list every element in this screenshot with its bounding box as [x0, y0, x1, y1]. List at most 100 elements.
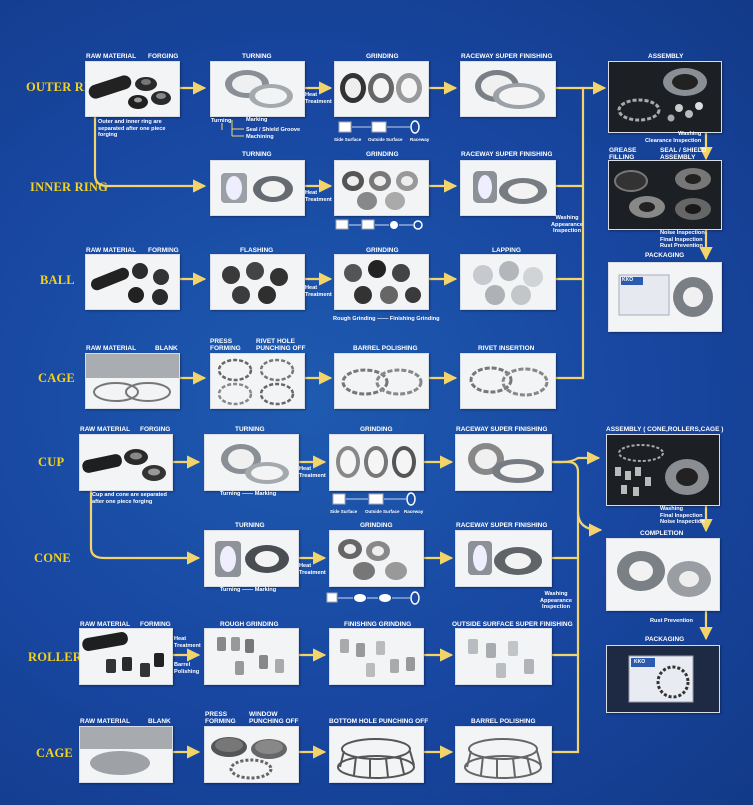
- image-lapping: [460, 254, 556, 310]
- image-bottom-hole: [329, 726, 424, 783]
- caption-packaging: PACKAGING: [645, 252, 685, 259]
- row-label-cup: CUP: [38, 455, 65, 469]
- image-grinding-ball: [334, 254, 429, 310]
- image-raceway-inner: [460, 160, 556, 216]
- caption-packaging-2: PACKAGING: [645, 636, 685, 643]
- note-barrel-polishing-roller: Barrel Polishing: [174, 662, 200, 675]
- caption-barrel-polishing: BARREL POLISHING: [353, 345, 418, 352]
- image-rivet-insertion: [460, 353, 556, 409]
- note-noise-final-rust: Noise Inspection Final Inspection Rust P…: [660, 230, 705, 249]
- image-raw-forging-outer: [85, 61, 180, 117]
- image-packaging: KKO: [608, 262, 722, 332]
- row-label-cone: CONE: [34, 551, 71, 565]
- grinding-icon: [336, 446, 416, 478]
- ball-icon: [344, 260, 421, 304]
- note-turning-marking-cone: Turning —— Marking: [220, 587, 277, 593]
- forging-icon: [88, 75, 171, 109]
- roller-icon: [468, 639, 534, 678]
- grinding-icon: [340, 73, 422, 103]
- image-press-window: [204, 726, 299, 783]
- grinding-stages-cone: [325, 590, 425, 606]
- caption-press-forming: PRESS FORMING: [210, 338, 241, 352]
- caption-outside-surface-super-finishing: OUTSIDE SURFACE SUPER FINISHING: [452, 621, 573, 628]
- caption-raceway-cone: RACEWAY SUPER FINISHING: [456, 522, 548, 529]
- bearing-icon: [615, 444, 709, 496]
- image-grinding-cup: [329, 434, 424, 491]
- bearing-icon: [617, 68, 707, 122]
- image-turning-cone: [204, 530, 299, 587]
- row-label-cage-2: CAGE: [36, 746, 73, 760]
- image-turning-outer: [210, 61, 305, 117]
- cage-icon: [217, 358, 295, 406]
- caption-assembly: ASSEMBLY: [648, 53, 684, 60]
- image-barrel-polishing-2: [455, 726, 552, 783]
- image-raceway-cup: [455, 434, 552, 491]
- image-grinding-cone: [329, 530, 424, 587]
- caption-seal-shield-assembly: SEAL / SHIELD ASSEMBLY: [660, 147, 707, 161]
- caption-forming-ball: FORMING: [148, 247, 179, 254]
- caption-assembly-cone-rollers-cage: ASSEMBLY ( CONE,ROLLERS,CAGE ): [606, 426, 724, 433]
- image-raw-forming-roller: [79, 628, 173, 685]
- forging-icon: [82, 449, 166, 481]
- note-outside-surface: Outside Surface: [368, 137, 403, 142]
- image-packaging-2: KKO: [606, 645, 720, 713]
- note-outside-surface-cup: Outside Surface: [365, 509, 400, 514]
- image-raceway-outer: [460, 61, 556, 117]
- caption-turning-cup: TURNING: [235, 426, 265, 433]
- caption-grinding-cup: GRINDING: [360, 426, 393, 433]
- note-heat-treatment-2: Heat Treatment: [305, 190, 332, 203]
- row-label-cage: CAGE: [38, 371, 75, 385]
- note-heat-treatment-1: Heat Treatment: [305, 92, 332, 105]
- ball-icon: [222, 262, 288, 304]
- note-heat-treatment-4: Heat Treatment: [299, 466, 326, 479]
- image-rough-grinding: [204, 628, 299, 685]
- image-grinding-outer: [334, 61, 429, 117]
- caption-window-punching: WINDOW PUNCHING OFF: [249, 711, 299, 725]
- caption-forging: FORGING: [148, 53, 179, 60]
- note-turning: Turning: [211, 118, 232, 124]
- image-flashing: [210, 254, 305, 310]
- ring-icon: [468, 541, 542, 575]
- image-press-forming-cage: [210, 353, 305, 409]
- roller-icon: [82, 632, 164, 677]
- bearing-icon: [617, 551, 711, 597]
- caption-grinding-ball: GRINDING: [366, 247, 399, 254]
- note-washing-clearance: Washing Clearance Inspection: [645, 131, 702, 144]
- note-seal-shield-groove: Seal / Shield Groove Machining: [246, 127, 301, 140]
- note-rust-prevention: Rust Prevention: [650, 618, 693, 624]
- caption-raw-material-cage: RAW MATERIAL: [86, 345, 137, 352]
- caption-lapping: LAPPING: [492, 247, 521, 254]
- note-cup-cone-separated: Cup and cone are separated after one pie…: [92, 492, 167, 505]
- caption-raceway-cup: RACEWAY SUPER FINISHING: [456, 426, 548, 433]
- note-raceway: Raceway: [410, 137, 430, 142]
- caption-rivet-insertion: RIVET INSERTION: [478, 345, 535, 352]
- note-side-surface: Side Surface: [334, 137, 362, 142]
- caption-barrel-polishing-2: BARREL POLISHING: [471, 718, 536, 725]
- note-heat-treatment-6: Heat Treatment: [174, 636, 201, 649]
- caption-rough-grinding: ROUGH GRINDING: [220, 621, 279, 628]
- image-turning-cup: [204, 434, 299, 491]
- ring-icon: [215, 541, 289, 577]
- ring-icon: [473, 171, 547, 204]
- cage-icon: [211, 737, 287, 780]
- caption-raw-material-roller: RAW MATERIAL: [80, 621, 131, 628]
- cage-icon: [464, 738, 542, 779]
- caption-grinding: GRINDING: [366, 53, 399, 60]
- brand-logo-text: KKO: [622, 277, 634, 283]
- note-washing-appearance-1: Washing Appearance Inspection: [551, 215, 584, 234]
- image-assembly: [608, 61, 722, 133]
- grinding-stages-cup: [329, 492, 422, 514]
- ring-icon: [221, 173, 293, 203]
- ring-icon: [221, 444, 289, 484]
- note-heat-treatment-5: Heat Treatment: [299, 563, 326, 576]
- sheet-icon: [80, 727, 172, 775]
- caption-blank-cage: BLANK: [155, 345, 178, 352]
- image-raw-forming-ball: [85, 254, 180, 310]
- note-raceway-cup: Raceway: [404, 509, 424, 514]
- caption-grinding-cone: GRINDING: [360, 522, 393, 529]
- package-icon: [618, 274, 713, 317]
- caption-turning: TURNING: [242, 53, 272, 60]
- ring-icon: [468, 443, 544, 483]
- image-outside-surface-super: [455, 628, 552, 685]
- image-raceway-cone: [455, 530, 552, 587]
